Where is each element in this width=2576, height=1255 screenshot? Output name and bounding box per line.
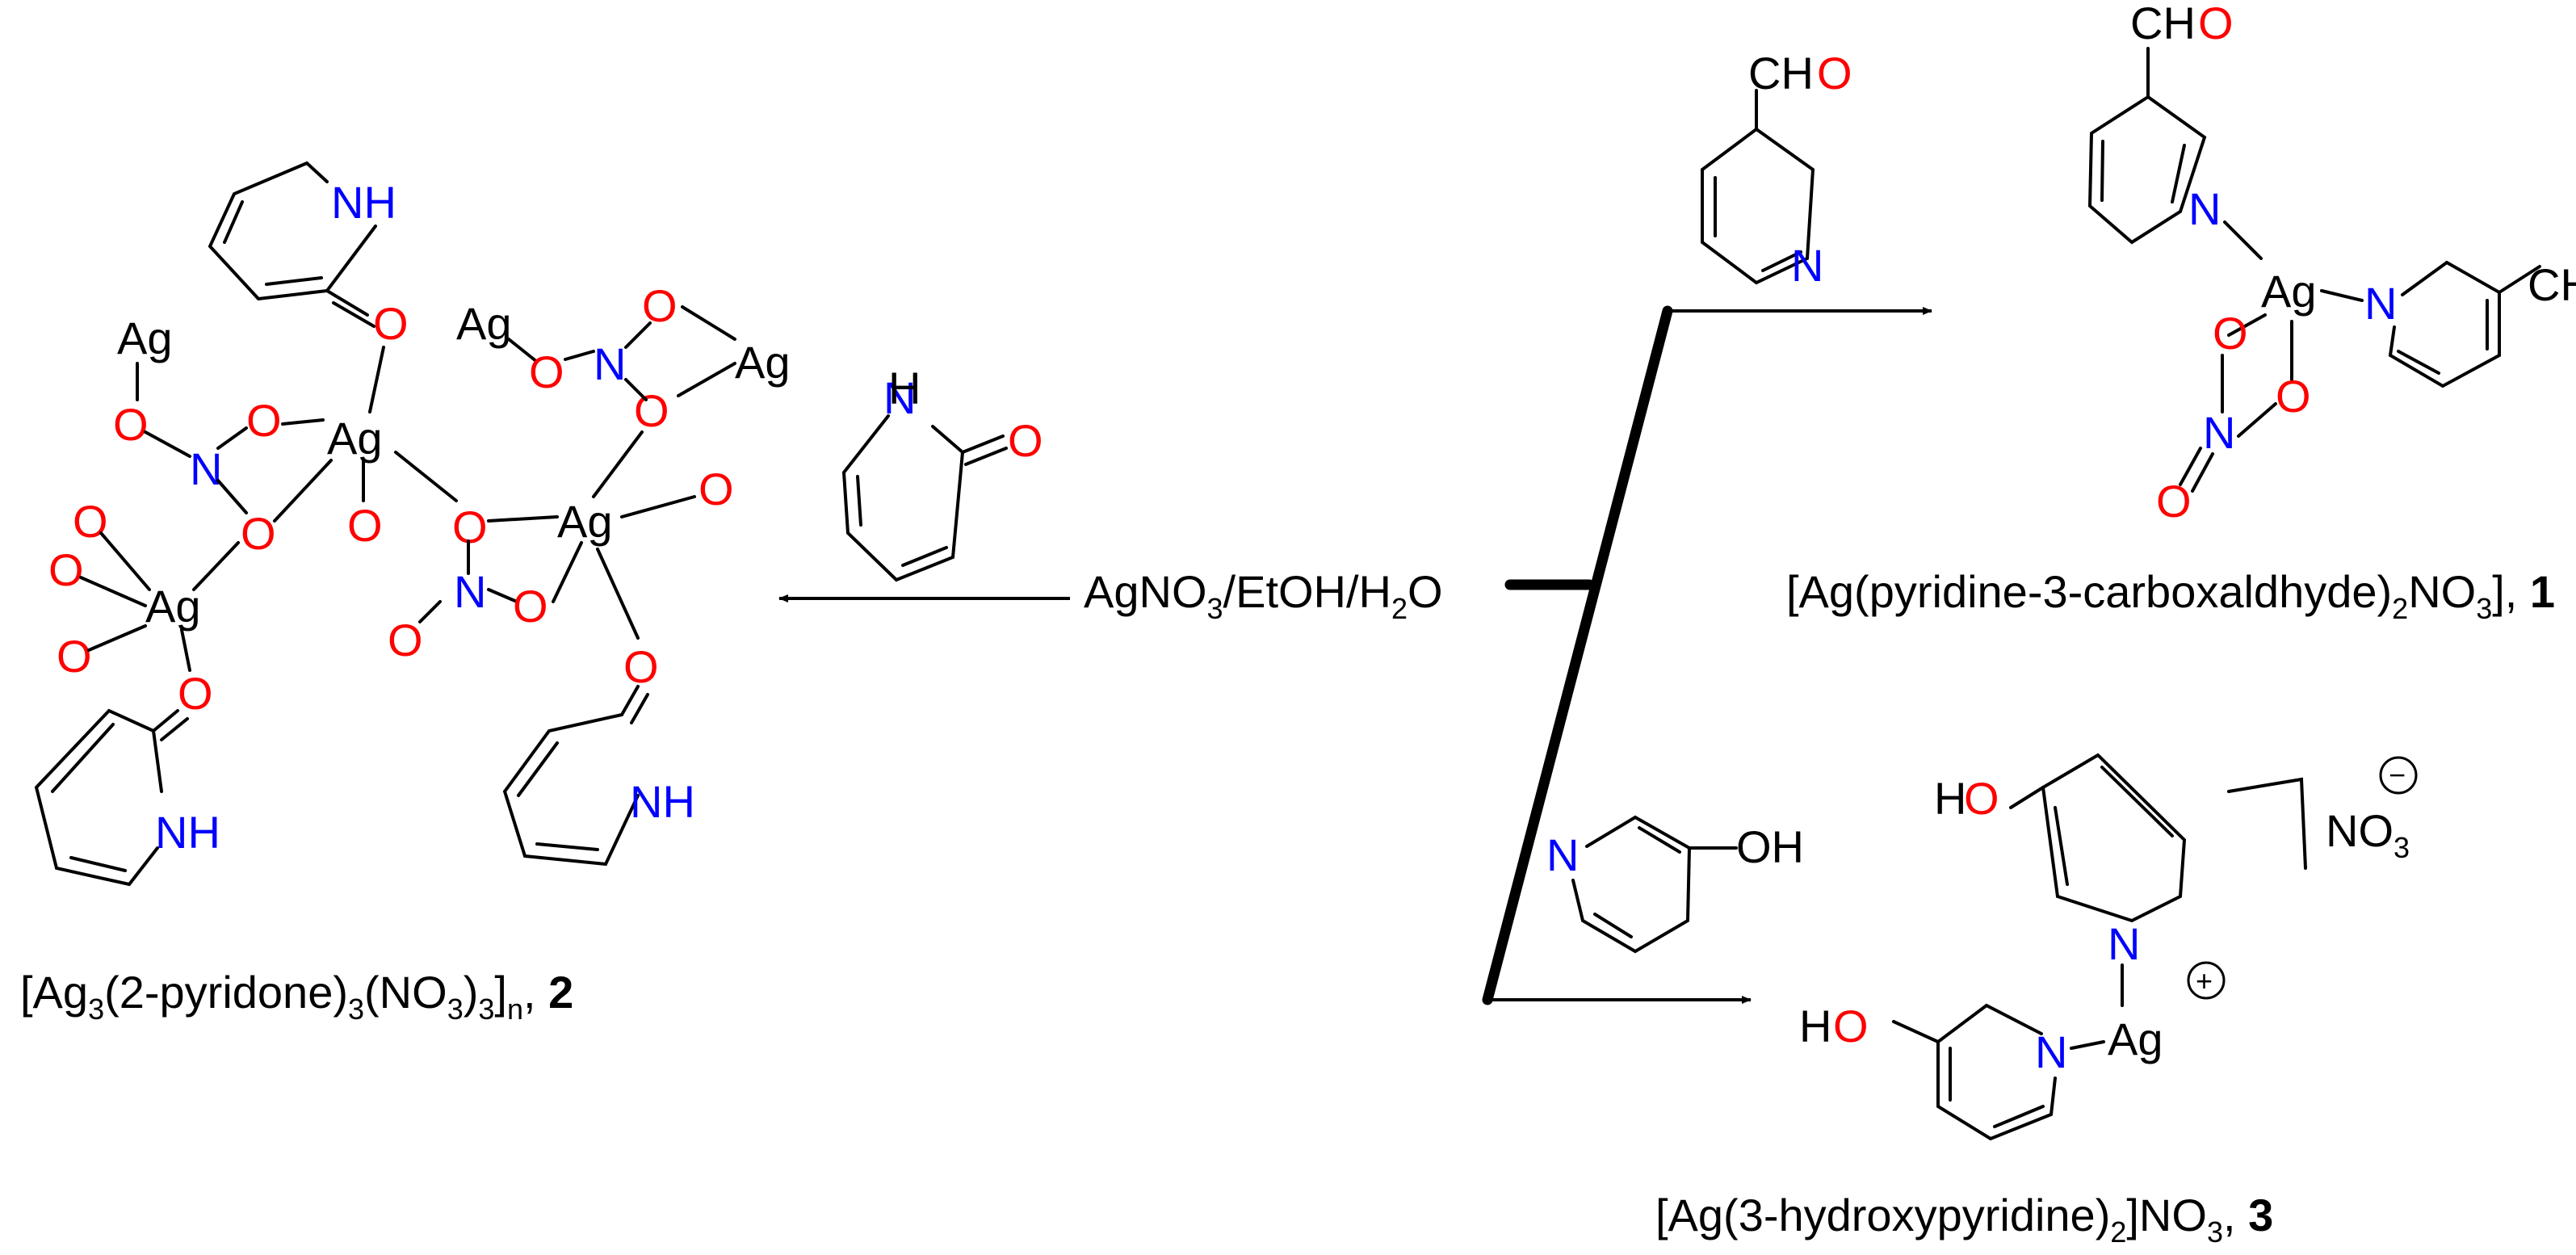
- svg-text:O: O: [48, 544, 84, 595]
- svg-text:N: N: [1791, 240, 1823, 291]
- svg-text:O: O: [347, 500, 383, 551]
- svg-text:CH: CH: [2130, 0, 2196, 48]
- svg-text:+: +: [2196, 964, 2213, 997]
- svg-text:O: O: [178, 668, 213, 719]
- svg-text:O: O: [529, 346, 564, 397]
- svg-text:−: −: [2389, 758, 2406, 791]
- svg-text:O: O: [241, 508, 276, 559]
- product-3-structure: H O N Ag + N H O NO3 −: [1799, 753, 2418, 1141]
- svg-text:O: O: [1008, 415, 1043, 466]
- svg-text:AgNO3/EtOH/H2O: AgNO3/EtOH/H2O: [1084, 566, 1443, 625]
- product-1-caption: [Ag(pyridine-3-carboxaldhyde)2NO3], 1: [1786, 566, 2555, 625]
- svg-text:N: N: [1546, 829, 1579, 880]
- svg-text:N: N: [883, 372, 916, 423]
- svg-text:NH: NH: [155, 807, 220, 858]
- svg-text:N: N: [2203, 407, 2235, 458]
- svg-text:H: H: [888, 363, 921, 413]
- svg-text:Ag: Ag: [327, 413, 383, 464]
- svg-text:Ag: Ag: [735, 337, 791, 388]
- svg-text:O: O: [1817, 48, 1852, 99]
- svg-text:Ag: Ag: [557, 496, 613, 547]
- svg-text:H: H: [1934, 773, 1966, 824]
- svg-text:NH: NH: [630, 776, 695, 827]
- svg-text:N: N: [2188, 183, 2221, 234]
- svg-text:O: O: [73, 496, 108, 547]
- svg-text:O: O: [623, 641, 659, 692]
- svg-text:Ag: Ag: [456, 298, 512, 349]
- svg-text:Ag: Ag: [145, 581, 201, 632]
- svg-text:Ag: Ag: [2108, 1014, 2163, 1064]
- svg-text:N: N: [2108, 918, 2140, 969]
- svg-text:[Ag(3-hydroxypyridine)2]NO3, 3: [Ag(3-hydroxypyridine)2]NO3, 3: [1655, 1190, 2273, 1249]
- svg-text:O: O: [246, 395, 282, 446]
- svg-text:O: O: [699, 464, 734, 514]
- svg-text:NH: NH: [331, 177, 396, 228]
- svg-text:O: O: [373, 298, 409, 349]
- svg-text:N: N: [190, 443, 222, 494]
- svg-text:OH: OH: [1736, 821, 1804, 872]
- reactant-pyridine-3-carboxaldehyde: CH O N: [1701, 48, 1852, 291]
- product-2-caption: [Ag3(2-pyridone)3(NO3)3]n, 2: [20, 967, 573, 1026]
- svg-text:N: N: [454, 566, 486, 617]
- svg-text:[Ag(pyridine-3-carboxaldhyde)2: [Ag(pyridine-3-carboxaldhyde)2NO3], 1: [1786, 566, 2555, 625]
- svg-text:N: N: [594, 338, 626, 389]
- svg-text:Ag: Ag: [2261, 266, 2317, 317]
- svg-text:O: O: [57, 631, 92, 682]
- svg-text:O: O: [1833, 1001, 1869, 1051]
- svg-text:O: O: [513, 581, 548, 632]
- svg-text:O: O: [388, 615, 423, 665]
- svg-text:O: O: [1964, 773, 1999, 824]
- branch-stem: [1482, 305, 1673, 1005]
- svg-text:CH: CH: [1748, 48, 1814, 99]
- svg-text:NO3: NO3: [2326, 805, 2410, 864]
- svg-text:[Ag3(2-pyridone)3(NO3)3]n, 2: [Ag3(2-pyridone)3(NO3)3]n, 2: [20, 967, 573, 1026]
- product-2-structure: NH O Ag Ag O N O O O Ag O O O O: [34, 162, 791, 887]
- svg-text:Ag: Ag: [117, 313, 173, 363]
- svg-text:O: O: [642, 280, 678, 331]
- reagent-label: AgNO3/EtOH/H2O: [1084, 566, 1443, 625]
- svg-text:O: O: [2276, 371, 2311, 422]
- svg-text:O: O: [2213, 308, 2248, 359]
- svg-text:CH: CH: [2528, 259, 2576, 310]
- reagent-2-pyridone: N H O: [841, 363, 1043, 582]
- svg-text:O: O: [113, 399, 149, 450]
- svg-text:H: H: [1799, 1001, 1831, 1051]
- reactant-3-hydroxypyridine: N OH: [1546, 815, 1804, 954]
- svg-text:N: N: [2364, 278, 2397, 329]
- svg-text:O: O: [2156, 476, 2192, 527]
- svg-text:O: O: [2198, 0, 2234, 48]
- product-1-structure: CH O N Ag N CH O O O N O: [2087, 0, 2576, 527]
- product-3-caption: [Ag(3-hydroxypyridine)2]NO3, 3: [1655, 1190, 2273, 1249]
